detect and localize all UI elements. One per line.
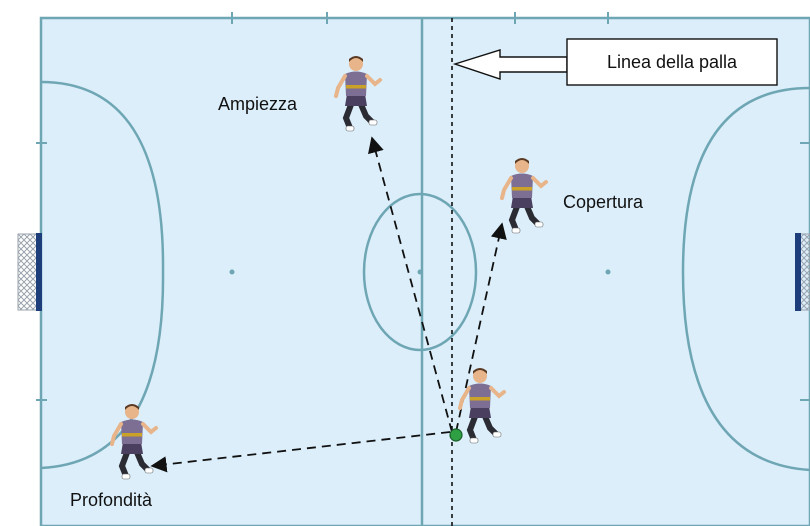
ball-line-label: Linea della palla bbox=[607, 52, 738, 72]
cover-label: Copertura bbox=[563, 192, 644, 212]
pitch bbox=[36, 12, 810, 526]
depth-label: Profondità bbox=[70, 490, 153, 510]
arrow-to-depth bbox=[150, 431, 451, 473]
left-penalty-spot bbox=[229, 269, 235, 275]
left-penalty-area bbox=[40, 80, 165, 470]
arrow-to-width bbox=[368, 136, 453, 433]
pitch-surface bbox=[41, 18, 810, 526]
center-circle bbox=[362, 192, 478, 352]
width-label: Ampiezza bbox=[218, 94, 298, 114]
edge-marks bbox=[36, 12, 810, 401]
right-penalty-area bbox=[681, 86, 810, 472]
ball-icon bbox=[449, 428, 463, 442]
center-spot bbox=[417, 269, 423, 275]
left-goal bbox=[17, 233, 42, 311]
right-goal bbox=[795, 233, 810, 311]
callout-box bbox=[566, 38, 778, 86]
left-goal-post bbox=[36, 233, 42, 311]
right-penalty-spot bbox=[605, 269, 611, 275]
ball-line-callout: Linea della palla bbox=[452, 38, 778, 86]
right-goal-post bbox=[795, 233, 801, 311]
